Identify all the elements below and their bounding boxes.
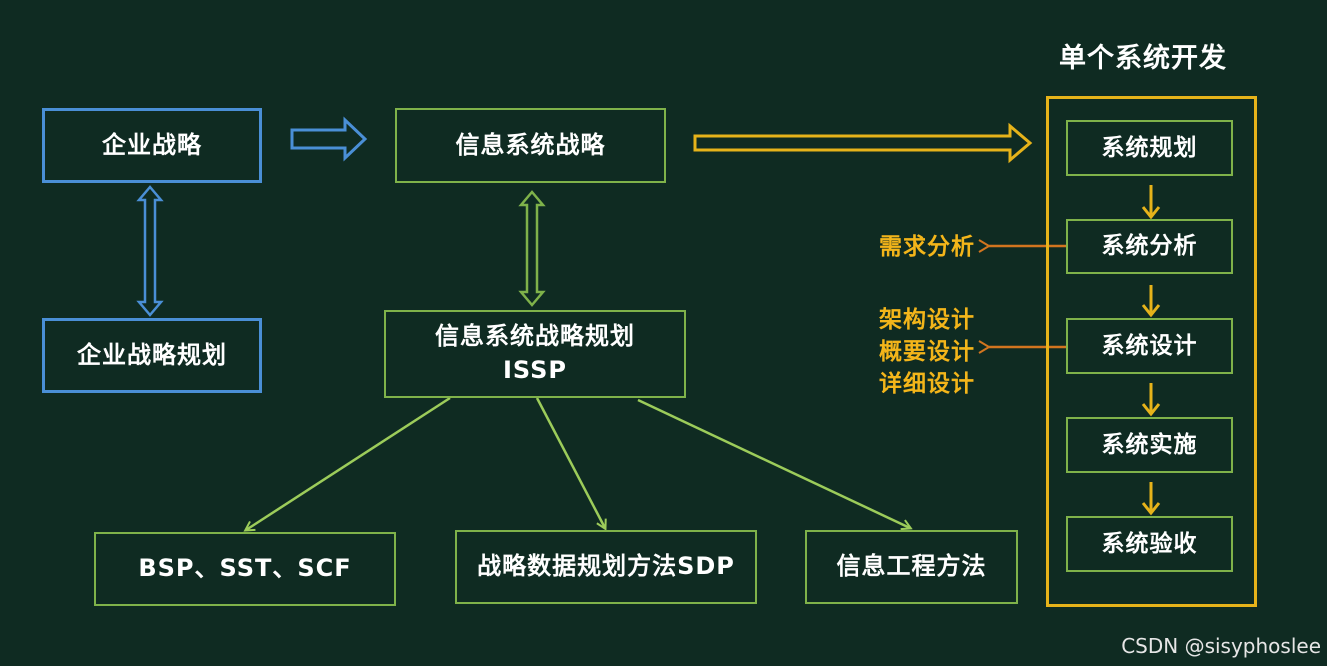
- stage-planning-box: 系统规划: [1066, 120, 1233, 176]
- watermark: CSDN @sisyphoslee: [1121, 634, 1321, 658]
- development-title: 单个系统开发: [1059, 43, 1227, 74]
- method-ie-label: 信息工程方法: [836, 552, 987, 581]
- method-ie-box: 信息工程方法: [805, 530, 1018, 604]
- issp-to-sdp-arrow: [535, 397, 605, 528]
- enterprise-strategy-planning-label: 企业战略规划: [77, 340, 227, 369]
- issp-to-ie-arrow: [637, 398, 910, 528]
- enterprise-strategy-planning-box: 企业战略规划: [42, 318, 262, 393]
- is-to-development-arrow: [693, 122, 1033, 164]
- stage-arrow-4: [1141, 482, 1161, 516]
- enterprise-double-arrow: [136, 185, 164, 317]
- stage-planning-label: 系统规划: [1101, 134, 1198, 161]
- stage-design-box: 系统设计: [1066, 318, 1233, 374]
- is-strategy-box: 信息系统战略: [395, 108, 666, 183]
- stage-analysis-box: 系统分析: [1066, 219, 1233, 274]
- analysis-output-label: 需求分析: [879, 234, 975, 260]
- method-bsp-box: BSP、SST、SCF: [94, 532, 396, 606]
- enterprise-strategy-box: 企业战略: [42, 108, 262, 183]
- design-output-outline: 概要设计: [879, 339, 975, 365]
- design-output-architecture: 架构设计: [879, 307, 975, 333]
- enterprise-strategy-label: 企业战略: [102, 130, 202, 159]
- stage-acceptance-box: 系统验收: [1066, 516, 1233, 572]
- stage-arrow-2: [1141, 285, 1161, 318]
- issp-to-bsp-arrow: [246, 396, 451, 530]
- issp-box: 信息系统战略规划 ISSP: [384, 310, 686, 398]
- method-sdp-label: 战略数据规划方法SDP: [477, 552, 735, 581]
- method-bsp-label: BSP、SST、SCF: [138, 554, 352, 583]
- stage-acceptance-label: 系统验收: [1101, 530, 1198, 557]
- design-output-detailed: 详细设计: [879, 371, 975, 397]
- stage-implementation-box: 系统实施: [1066, 417, 1233, 473]
- development-frame: [1046, 96, 1257, 607]
- is-strategy-label: 信息系统战略: [455, 130, 606, 159]
- method-sdp-box: 战略数据规划方法SDP: [455, 530, 757, 604]
- stage-implementation-label: 系统实施: [1101, 431, 1198, 458]
- strategy-to-is-arrow: [290, 116, 368, 162]
- is-double-arrow: [518, 190, 546, 307]
- design-output-list: 架构设计 概要设计 详细设计: [879, 304, 975, 400]
- issp-abbr: ISSP: [502, 356, 567, 384]
- stage-analysis-label: 系统分析: [1101, 233, 1198, 260]
- stage-arrow-3: [1141, 383, 1161, 417]
- issp-title: 信息系统战略规划: [435, 322, 635, 351]
- stage-arrow-1: [1141, 185, 1161, 220]
- stage-design-label: 系统设计: [1101, 332, 1198, 359]
